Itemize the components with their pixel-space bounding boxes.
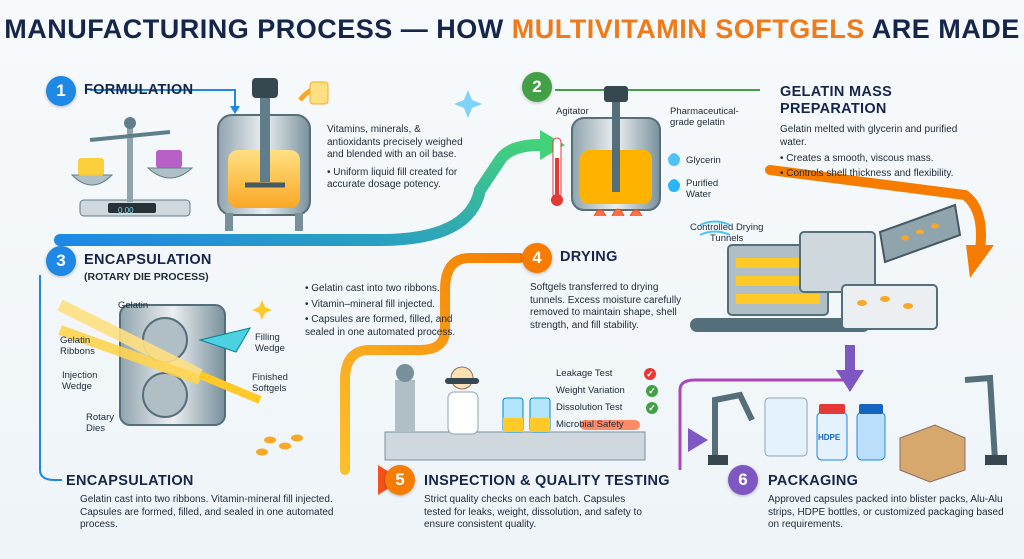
step-1-desc-text: Vitamins, minerals, & antioxidants preci… — [327, 124, 463, 160]
step-5-badge: 5 — [385, 465, 415, 495]
step-5-title: INSPECTION & QUALITY TESTING — [424, 473, 670, 489]
title-highlight: MULTIVITAMIN SOFTGELS — [511, 14, 865, 44]
step-5-description: Strict quality checks on each batch. Cap… — [424, 494, 642, 530]
page-title: MANUFACTURING PROCESS — HOW MULTIVITAMIN… — [0, 14, 1024, 45]
step-4-badge: 4 — [522, 243, 552, 273]
test-weight: Weight Variation — [556, 385, 625, 396]
step-1-badge: 1 — [46, 76, 76, 106]
check-icon: ✓ — [646, 402, 658, 414]
scale-illustration — [70, 117, 194, 217]
title-part1: MANUFACTURING PROCESS — HOW — [4, 14, 512, 44]
encapsulation-summary-title: ENCAPSULATION — [66, 473, 194, 489]
step-6-description: Approved capsules packed into blister pa… — [768, 494, 1004, 530]
label-gelatin: Pharmaceutical-grade gelatin — [670, 106, 739, 128]
arrow-4-to-5 — [340, 253, 525, 475]
test-dissolution: Dissolution Test — [556, 402, 623, 413]
label-glycerin: Glycerin — [686, 155, 721, 166]
step-1-description: Vitamins, minerals, & antioxidants preci… — [327, 124, 467, 192]
step-6-title: PACKAGING — [768, 473, 859, 489]
step-2-description: Gelatin melted with glycerin and purifie… — [780, 124, 980, 180]
test-leakage: Leakage Test — [556, 368, 613, 379]
arrow-1-to-2 — [54, 139, 546, 246]
label-gelatin-feed: Gelatin — [118, 300, 149, 311]
step-3-bullet-3: • Capsules are formed, filled, and seale… — [305, 314, 456, 338]
step-2-desc-text: Gelatin melted with glycerin and purifie… — [780, 124, 958, 148]
scale-readout: 0.00 — [118, 206, 134, 215]
step-3-subtitle: (ROTARY DIE PROCESS) — [84, 271, 209, 283]
step-3-title: ENCAPSULATION — [84, 252, 212, 268]
sparkle-icon — [252, 300, 272, 320]
step-3-badge: 3 — [46, 246, 76, 276]
title-part2: ARE MADE — [864, 14, 1020, 44]
label-agitator: Agitator — [556, 106, 589, 117]
step-2-title: GELATIN MASS PREPARATION — [780, 84, 893, 117]
rotary-die-machine — [57, 299, 303, 456]
connector-3 — [39, 275, 62, 481]
step-1-title: FORMULATION — [84, 82, 194, 98]
step-6-badge: 6 — [728, 465, 758, 495]
step-3-description: • Gelatin cast into two ribbons. • Vitam… — [305, 283, 480, 339]
hdpe-label: HDPE — [818, 433, 841, 442]
arrow-2-to-4-head — [966, 245, 994, 278]
connector-1 — [90, 89, 236, 108]
step-3-bullet-2: • Vitamin–mineral fill injected. — [305, 298, 436, 310]
gelatin-tank — [551, 86, 680, 217]
step-4-title: DRYING — [560, 249, 618, 265]
check-icon: ✓ — [646, 385, 658, 397]
step-4-description: Softgels transferred to drying tunnels. … — [530, 282, 682, 331]
arrow-2-to-4 — [765, 165, 986, 255]
test-microbial: Microbial Safety — [556, 419, 624, 430]
packaging-illustration — [708, 374, 1007, 483]
step-3-bullet-1: • Gelatin cast into two ribbons. — [305, 283, 440, 294]
step-1-bullet: • Uniform liquid fill created for accura… — [327, 166, 458, 191]
step-2-bullet-1: • Creates a smooth, viscous mass. — [780, 153, 934, 164]
drying-tunnels — [690, 203, 962, 332]
encapsulation-summary-text: Gelatin cast into two ribbons. Vitamin-m… — [80, 494, 334, 530]
arrow-drying-to-packaging — [678, 378, 850, 470]
step-2-badge: 2 — [522, 72, 552, 102]
step-2-bullet-2: • Controls shell thickness and flexibili… — [780, 167, 954, 179]
quality-lab — [384, 364, 646, 461]
check-icon: ✓ — [644, 368, 656, 380]
sparkle-icon — [454, 90, 482, 118]
mixing-tank-1 — [217, 78, 329, 231]
